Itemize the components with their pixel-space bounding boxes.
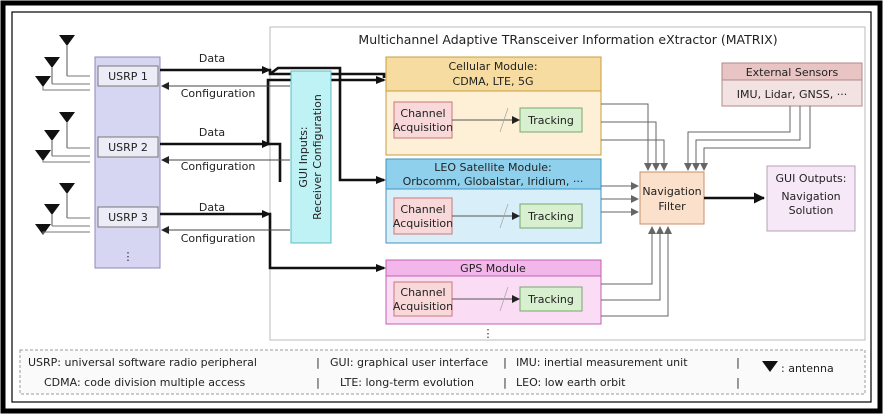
legend-sep-6: | [736, 376, 740, 389]
antenna-group-3 [35, 183, 75, 235]
cellular-acquisition-label-2: Acquisition [393, 121, 453, 134]
leo-subtitle: Orbcomm, Globalstar, Iridium, ··· [403, 175, 584, 188]
data-label-1: Data [199, 52, 225, 65]
antenna-group-1 [35, 35, 75, 87]
antenna-icon [35, 224, 51, 235]
legend-lte: LTE: long-term evolution [340, 376, 474, 389]
config-label-2: Configuration [181, 160, 256, 173]
antenna-icon [44, 204, 60, 215]
legend-sep-4: | [316, 376, 320, 389]
gps-acquisition-label-1: Channel [400, 286, 445, 299]
usrp-3-box [97, 206, 159, 228]
matrix-title: Multichannel Adaptive TRansceiver Inform… [358, 32, 777, 47]
antenna-icon [59, 112, 75, 123]
gui-inputs-box[interactable] [290, 70, 332, 244]
gps-header [385, 259, 602, 277]
leo-title: LEO Satellite Module: [434, 161, 552, 174]
legend-sep-5: | [503, 376, 507, 389]
gps-acquisition-label-2: Acquisition [393, 300, 453, 313]
data-label-2: Data [199, 126, 225, 139]
antenna-icon [59, 35, 75, 46]
leo-acquisition-label-1: Channel [400, 203, 445, 216]
external-sensors-title: External Sensors [746, 66, 839, 79]
antenna-icon [35, 76, 51, 87]
inner-frame [11, 11, 872, 403]
usrp-2-label: USRP 2 [108, 141, 148, 154]
legend-sep-2: | [503, 356, 507, 369]
leo-acquisition-label-2: Acquisition [393, 217, 453, 230]
leo-tracking-box [519, 203, 583, 229]
usrp-more-dots: ⋮ [123, 250, 134, 263]
antenna-icon [59, 183, 75, 194]
gps-title: GPS Module [460, 262, 526, 275]
leo-header [385, 158, 602, 190]
cellular-tracking-label: Tracking [527, 114, 574, 127]
cellular-tracking-box [519, 107, 583, 133]
external-sensors-list: IMU, Lidar, GNSS, ··· [737, 88, 847, 101]
leo-tracking-label: Tracking [527, 210, 574, 223]
antenna-icon [35, 150, 51, 161]
gps-tracking-label: Tracking [527, 293, 574, 306]
gps-more-dots: ⋮ [483, 327, 494, 340]
legend-antenna: : antenna [781, 362, 834, 375]
legend-cdma: CDMA: code division multiple access [44, 376, 246, 389]
antenna-legend-icon [762, 361, 778, 372]
gui-outputs-title: GUI Outputs: [776, 172, 847, 185]
gui-outputs-line-2: Navigation [781, 190, 840, 203]
usrp-2-box [97, 136, 159, 158]
legend-sep-1: | [316, 356, 320, 369]
config-label-3: Configuration [181, 232, 256, 245]
usrp-column [94, 56, 161, 269]
gui-outputs-box[interactable] [766, 165, 856, 232]
legend-gui: GUI: graphical user interface [330, 356, 488, 369]
cellular-header [385, 56, 602, 92]
gps-tracking-box [519, 286, 583, 312]
antenna-group-2 [35, 112, 75, 161]
navigation-filter-box [639, 171, 705, 225]
gui-outputs-line-3: Solution [789, 204, 834, 217]
gui-inputs-sublabel: Receiver Configuration [311, 94, 324, 220]
cellular-subtitle: CDMA, LTE, 5G [453, 75, 534, 88]
legend-usrp: USRP: universal software radio periphera… [28, 356, 257, 369]
cellular-acquisition-label-1: Channel [400, 107, 445, 120]
gui-inputs-label: GUI Inputs: [297, 126, 310, 187]
usrp-1-label: USRP 1 [108, 70, 148, 83]
config-label-1: Configuration [181, 87, 256, 100]
data-label-3: Data [199, 201, 225, 214]
external-sensors-header [721, 62, 863, 81]
antenna-icon [44, 130, 60, 141]
usrp-3-label: USRP 3 [108, 211, 148, 224]
cellular-acquisition-box [393, 101, 453, 139]
data-line-3 [160, 212, 384, 270]
legend-leo: LEO: low earth orbit [516, 376, 626, 389]
gps-acquisition-box [393, 281, 453, 317]
legend-imu: IMU: inertial measurement unit [516, 356, 688, 369]
antenna-icon [44, 57, 60, 68]
navigation-filter-label-1: Navigation [642, 185, 701, 198]
cellular-title: Cellular Module: [448, 60, 537, 73]
leo-acquisition-box [393, 197, 453, 235]
legend-sep-3: | [736, 356, 740, 369]
usrp-1-box [97, 65, 159, 87]
navigation-filter-label-2: Filter [658, 200, 686, 213]
legend-box [19, 349, 866, 395]
